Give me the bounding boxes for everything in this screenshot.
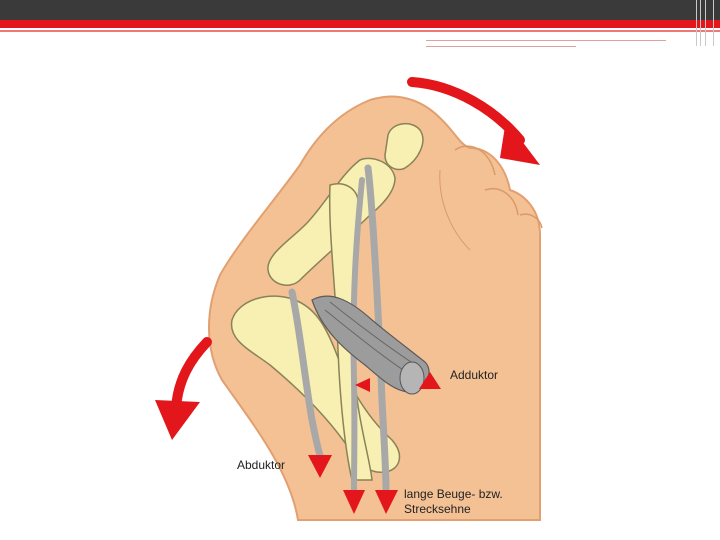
- long-flexor-extensor-tendon-2: [350, 177, 365, 493]
- distal-phalanx-bone: [384, 123, 424, 171]
- long-tendon-label-line2: Strecksehne: [404, 502, 471, 516]
- abductor-label: Abduktor: [237, 458, 286, 472]
- toe-contour: [454, 145, 496, 176]
- adductor-small-arrow: [355, 378, 370, 392]
- toe-contour: [484, 188, 519, 216]
- adductor-fiber: [329, 301, 421, 369]
- decorative-line: [426, 40, 666, 41]
- rotation-arrow-toe-head: [500, 120, 540, 165]
- abductor-arrow: [308, 455, 332, 478]
- long-tendon-label-line1: lange Beuge- bzw.: [404, 487, 503, 501]
- decorative-frame: [696, 0, 714, 46]
- decorative-frame: [700, 0, 706, 46]
- adductor-label: Adduktor: [450, 368, 499, 382]
- header-accent-line: [0, 20, 720, 28]
- header-accent-line-thin: [0, 30, 720, 32]
- abductor-tendon: [288, 288, 324, 459]
- rotation-arrow-metatarsal: [171, 337, 212, 413]
- header-bar: [0, 0, 720, 20]
- toe-contour: [439, 169, 471, 251]
- decorative-line: [426, 46, 576, 47]
- adductor-muscle-end: [399, 361, 425, 395]
- toe-contour: [519, 213, 543, 229]
- rotation-arrow-metatarsal-head: [155, 400, 200, 440]
- adductor-arrow: [419, 372, 441, 389]
- tendon-arrow-right: [375, 490, 398, 514]
- tendon-arrow-left: [343, 490, 365, 514]
